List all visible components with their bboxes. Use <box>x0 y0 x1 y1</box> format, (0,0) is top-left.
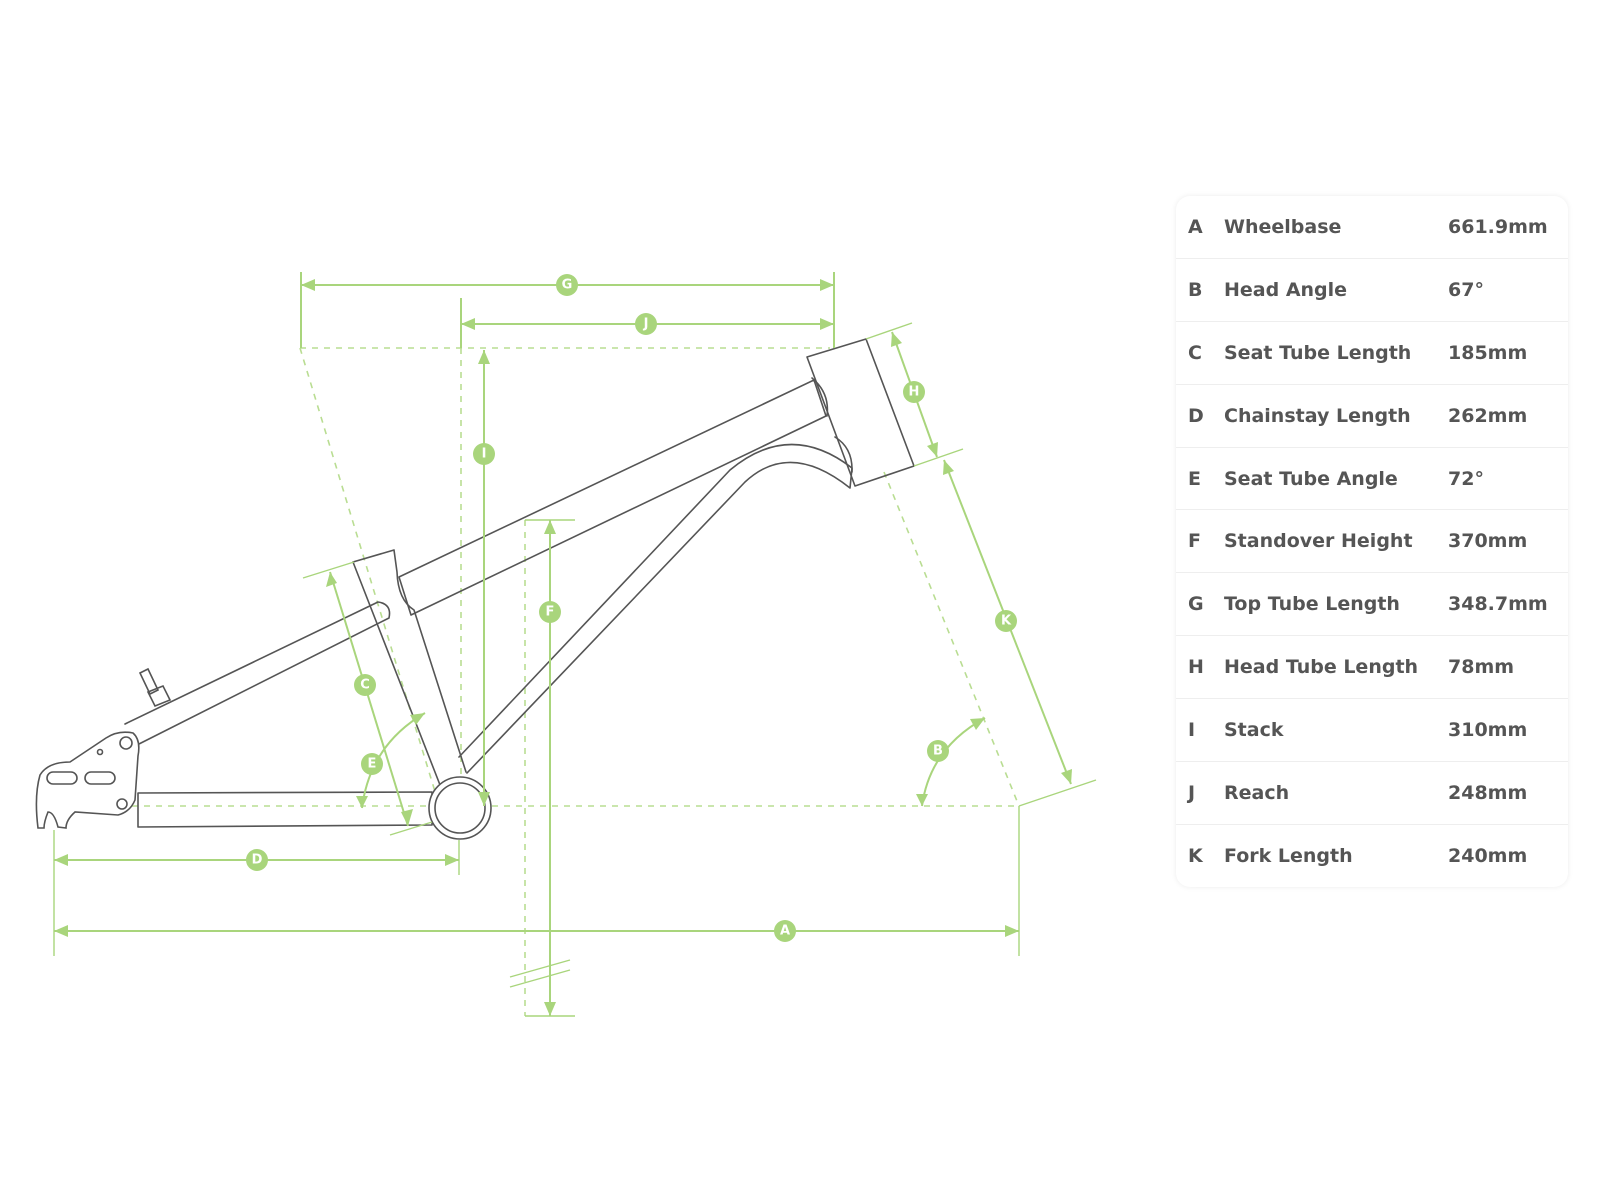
spec-key: J <box>1188 781 1196 804</box>
spec-value: 248mm <box>1448 781 1528 804</box>
head-tube <box>806 338 915 487</box>
rear-dropout <box>35 731 140 829</box>
spec-row-top-tube-length: G Top Tube Length 348.7mm <box>1176 573 1568 637</box>
marker-k: K <box>995 610 1017 632</box>
bottom-bracket <box>428 776 492 840</box>
spec-name: Head Tube Length <box>1224 656 1419 679</box>
marker-b: B <box>927 740 949 762</box>
seat-stay <box>124 601 391 747</box>
dashed-reference-lines <box>60 347 1020 1016</box>
spec-name: Head Angle <box>1224 278 1348 301</box>
spec-key: G <box>1188 593 1204 616</box>
head-tube-lugs <box>811 377 853 473</box>
svg-text:J: J <box>643 317 649 332</box>
spec-key: H <box>1188 656 1204 679</box>
marker-h: H <box>903 381 925 403</box>
spec-row-head-angle: B Head Angle 67° <box>1176 259 1568 322</box>
spec-row-chainstay-length: D Chainstay Length 262mm <box>1176 385 1568 448</box>
bike-frame <box>35 338 915 840</box>
svg-text:F: F <box>546 605 555 620</box>
spec-key: A <box>1188 215 1203 238</box>
spec-value: 661.9mm <box>1448 215 1548 238</box>
spec-value: 240mm <box>1448 844 1528 867</box>
spec-name: Seat Tube Angle <box>1224 467 1398 490</box>
marker-e: E <box>361 753 383 775</box>
spec-key: E <box>1188 467 1201 490</box>
seat-tube <box>352 549 467 809</box>
spec-name: Seat Tube Length <box>1224 341 1412 364</box>
spec-key: K <box>1188 844 1203 867</box>
chain-stay <box>137 791 433 828</box>
bottom-bracket-inner <box>434 782 486 834</box>
spec-value: 72° <box>1448 467 1484 490</box>
spec-key: C <box>1188 341 1202 364</box>
spec-row-standover-height: F Standover Height 370mm <box>1176 510 1568 574</box>
spec-row-head-tube-length: H Head Tube Length 78mm <box>1176 636 1568 700</box>
svg-text:A: A <box>780 924 790 939</box>
spec-row-fork-length: K Fork Length 240mm <box>1176 825 1568 887</box>
spec-name: Top Tube Length <box>1224 593 1400 616</box>
spec-value: 67° <box>1448 278 1484 301</box>
marker-d: D <box>246 849 268 871</box>
spec-value: 78mm <box>1448 656 1515 679</box>
dropout-slot-left <box>46 771 78 785</box>
spec-row-seat-tube-angle: E Seat Tube Angle 72° <box>1176 448 1568 511</box>
spec-value: 348.7mm <box>1448 593 1548 616</box>
svg-text:B: B <box>933 744 943 759</box>
svg-text:H: H <box>909 385 920 400</box>
svg-text:E: E <box>368 757 377 772</box>
marker-g: G <box>556 274 578 296</box>
spec-name: Standover Height <box>1224 530 1413 553</box>
svg-text:D: D <box>252 853 263 868</box>
spec-name: Reach <box>1224 781 1290 804</box>
dropout-slot-right <box>84 771 116 785</box>
spec-value: 185mm <box>1448 341 1528 364</box>
marker-a: A <box>774 920 796 942</box>
brake-post <box>138 667 172 708</box>
svg-text:I: I <box>482 447 487 462</box>
marker-i: I <box>473 443 495 465</box>
spec-row-wheelbase: A Wheelbase 661.9mm <box>1176 196 1568 259</box>
marker-j: J <box>635 313 657 335</box>
marker-f: F <box>539 601 561 623</box>
spec-value: 370mm <box>1448 530 1528 553</box>
top-tube <box>398 379 827 616</box>
spec-value: 310mm <box>1448 719 1528 742</box>
spec-name: Stack <box>1224 719 1284 742</box>
spec-key: I <box>1188 719 1196 742</box>
spec-name: Fork Length <box>1224 844 1353 867</box>
spec-value: 262mm <box>1448 404 1528 427</box>
down-tube <box>458 443 853 774</box>
svg-text:C: C <box>360 678 370 693</box>
svg-text:K: K <box>1001 614 1012 629</box>
dimension-lines <box>53 272 1097 1017</box>
spec-row-stack: I Stack 310mm <box>1176 699 1568 763</box>
spec-row-seat-tube-length: C Seat Tube Length 185mm <box>1176 322 1568 385</box>
geometry-spec-table: A Wheelbase 661.9mm B Head Angle 67° C S… <box>1176 196 1568 887</box>
dropout-hole <box>116 798 128 810</box>
marker-c: C <box>354 674 376 696</box>
spec-name: Wheelbase <box>1224 215 1342 238</box>
dropout-small-hole <box>96 748 104 756</box>
dimension-markers: A B C D E F G H <box>246 274 1017 942</box>
spec-key: F <box>1188 530 1201 553</box>
spec-row-reach: J Reach 248mm <box>1176 762 1568 825</box>
spec-key: D <box>1188 404 1204 427</box>
dropout-bolt <box>119 736 133 750</box>
svg-text:G: G <box>562 278 573 293</box>
spec-key: B <box>1188 278 1203 301</box>
spec-name: Chainstay Length <box>1224 404 1411 427</box>
